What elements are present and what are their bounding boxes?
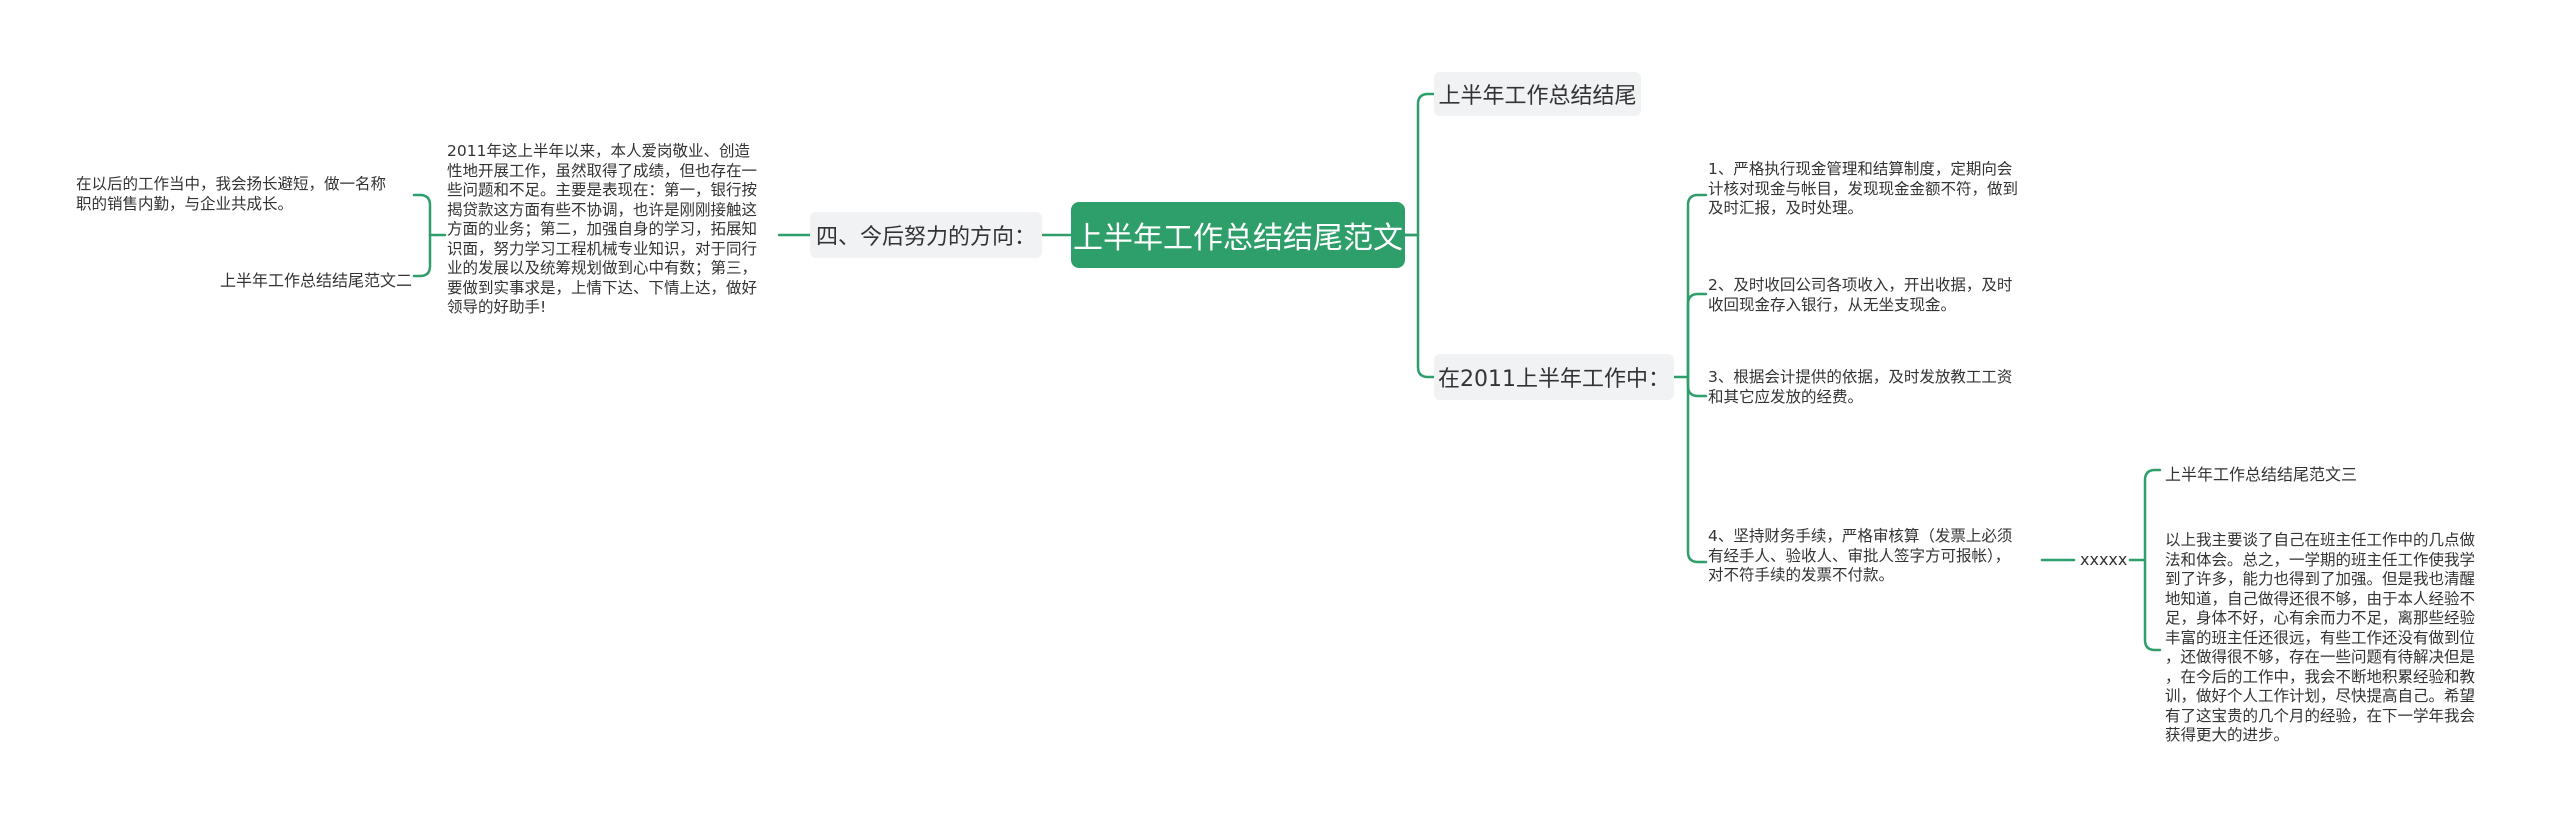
work-item-1[interactable]: 1、严格执行现金管理和结算制度，定期向会 计核对现金与帐目，发现现金金额不符，做…	[1708, 160, 2019, 217]
left-child-title[interactable]: 上半年工作总结结尾范文二	[219, 271, 412, 290]
root-topic[interactable]: 上半年工作总结结尾范文	[1071, 202, 1405, 268]
sub-child-title[interactable]: 上半年工作总结结尾范文三	[2165, 465, 2358, 484]
sub-topic-xxxxx[interactable]: xxxxx	[2080, 550, 2128, 569]
work-item-2[interactable]: 2、及时收回公司各项收入，开出收据，及时 收回现金存入银行，从无坐支现金。	[1708, 276, 2013, 314]
left-child-text[interactable]: 在以后的工作当中，我会扬长避短，做一名称 职的销售内勤，与企业共成长。	[76, 175, 387, 213]
sub-child-text[interactable]: 以上我主要谈了自己在班主任工作中的几点做 法和体会。总之，一学期的班主任工作使我…	[2165, 531, 2476, 744]
work-item-4[interactable]: 4、坚持财务手续，严格审核算（发票上必须 有经手人、验收人、审批人签字方可报帐）…	[1708, 527, 2013, 584]
branch-work-2011[interactable]: 在2011上半年工作中：	[1434, 354, 1674, 400]
work-item-3[interactable]: 3、根据会计提供的依据，及时发放教工工资 和其它应发放的经费。	[1708, 368, 2013, 406]
future-direction-text[interactable]: 2011年这上半年以来，本人爱岗敬业、创造 性地开展工作，虽然取得了成绩，但也存…	[447, 142, 758, 316]
branch-future-direction[interactable]: 四、今后努力的方向：	[810, 212, 1042, 258]
branch-summary-ending[interactable]: 上半年工作总结结尾	[1434, 72, 1641, 116]
